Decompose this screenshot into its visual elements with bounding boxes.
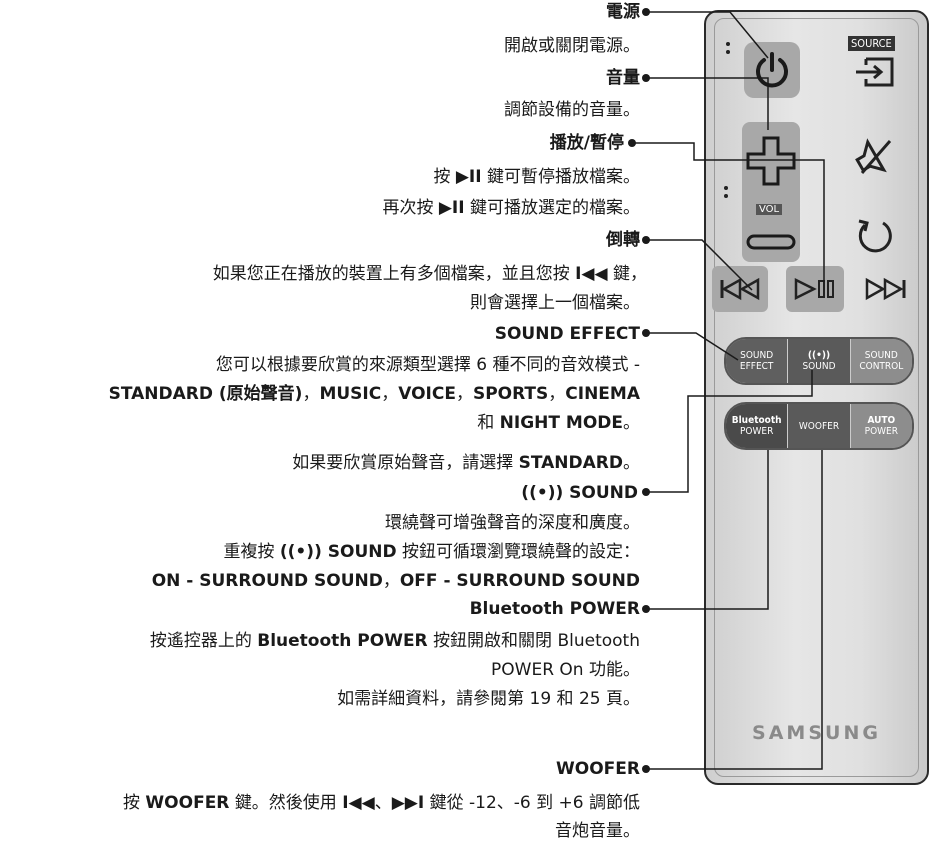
play-title: 播放/暫停 xyxy=(549,133,624,153)
play-pause-button[interactable] xyxy=(786,266,844,312)
bluetooth-desc-1: 按遙控器上的 Bluetooth POWER 按鈕開啟和關閉 Bluetooth xyxy=(149,631,640,651)
surround-title: ((•)) SOUND xyxy=(521,483,638,503)
woofer-desc-2: 音炮音量。 xyxy=(555,821,640,841)
sound-effect-desc-2: STANDARD (原始聲音)，MUSIC，VOICE，SPORTS，CINEM… xyxy=(108,384,640,404)
bluetooth-desc-3: 如需詳細資料，請參閱第 19 和 25 頁。 xyxy=(337,689,640,709)
sound-effect-desc-3: 和 NIGHT MODE。 xyxy=(477,413,640,433)
indicator-dots xyxy=(724,186,730,206)
rewind-icon xyxy=(720,277,760,301)
source-label: SOURCE xyxy=(848,36,895,51)
sound-effect-title: SOUND EFFECT xyxy=(494,324,640,344)
sound-effect-desc-1: 您可以根據要欣賞的來源類型選擇 6 種不同的音效模式 - xyxy=(215,355,640,375)
volume-rocker[interactable]: VOL xyxy=(742,122,800,262)
volume-desc: 調節設備的音量。 xyxy=(504,100,640,120)
power-title: 電源 xyxy=(606,2,640,22)
power-icon xyxy=(756,52,788,88)
minus-icon xyxy=(746,234,796,250)
sound-effect-desc-4: 如果要欣賞原始聲音，請選擇 STANDARD。 xyxy=(292,453,640,473)
surround-sound-button[interactable]: ((•))SOUND xyxy=(787,339,850,383)
power-button[interactable] xyxy=(744,42,800,98)
volume-title: 音量 xyxy=(606,68,640,88)
source-icon xyxy=(856,57,894,87)
play-pause-icon xyxy=(794,277,834,301)
rewind-title: 倒轉 xyxy=(606,230,640,250)
plus-icon xyxy=(746,136,796,186)
vol-label: VOL xyxy=(756,204,783,215)
remote-control: SOURCE VOL xyxy=(704,10,929,785)
remote-inner-border xyxy=(714,18,919,777)
surround-desc-3: ON - SURROUND SOUND，OFF - SURROUND SOUND xyxy=(151,571,640,591)
repeat-button[interactable] xyxy=(850,212,900,258)
bluetooth-desc-2: POWER On 功能。 xyxy=(491,660,640,680)
woofer-title: WOOFER xyxy=(556,759,640,779)
woofer-desc-1: 按 WOOFER 鍵。然後使用 I◀◀、▶▶I 鍵從 -12、-6 到 +6 調… xyxy=(123,793,640,813)
indicator-dots xyxy=(726,42,732,62)
surround-desc-2: 重複按 ((•)) SOUND 按鈕可循環瀏覽環繞聲的設定： xyxy=(223,542,640,562)
rewind-button[interactable] xyxy=(712,266,768,312)
brand-logo: SAMSUNG xyxy=(752,722,881,744)
rewind-desc-1: 如果您正在播放的裝置上有多個檔案，並且您按 I◀◀ 鍵， xyxy=(212,264,647,284)
skip-forward-button[interactable] xyxy=(858,266,912,312)
play-desc-1: 按 ▶II 鍵可暫停播放檔案。 xyxy=(433,167,640,187)
woofer-button[interactable]: WOOFER xyxy=(787,404,850,448)
skip-forward-icon xyxy=(865,277,906,301)
mute-button[interactable] xyxy=(850,134,900,180)
bluetooth-title: Bluetooth POWER xyxy=(469,599,640,619)
source-button[interactable] xyxy=(846,52,906,92)
surround-desc-1: 環繞聲可增強聲音的深度和廣度。 xyxy=(385,513,640,533)
play-desc-2: 再次按 ▶II 鍵可播放選定的檔案。 xyxy=(382,198,640,218)
rewind-desc-2: 則會選擇上一個檔案。 xyxy=(470,293,640,313)
repeat-icon xyxy=(858,219,892,253)
power-desc: 開啟或關閉電源。 xyxy=(504,36,640,56)
mute-icon xyxy=(855,138,892,174)
